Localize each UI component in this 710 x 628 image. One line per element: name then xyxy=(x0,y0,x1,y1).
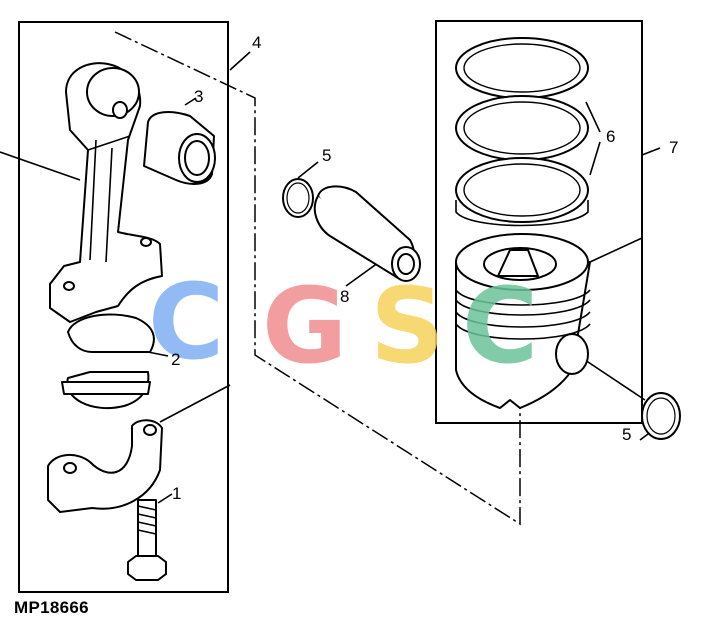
rod-bolt xyxy=(127,499,167,581)
piston xyxy=(455,233,591,409)
piston-pin xyxy=(313,185,421,282)
piston-pin-retainer-bottom xyxy=(641,392,681,440)
callout-pin: 8 xyxy=(340,287,349,306)
watermark-letter-s: S xyxy=(370,265,445,387)
piston-group-frame xyxy=(435,20,643,424)
callout-rings: 6 xyxy=(606,127,615,146)
rod-cap xyxy=(47,419,163,513)
watermark: C G S C xyxy=(148,261,538,387)
watermark-letter-c1: C xyxy=(148,261,224,383)
callout-piston-group: 7 xyxy=(669,138,678,157)
piston-pin-bushing xyxy=(143,111,216,185)
callout-bolt: 1 xyxy=(172,484,181,503)
piston-pin-retainer-top xyxy=(282,178,314,218)
piston-rings xyxy=(455,37,589,227)
rod-bearing-halves xyxy=(61,313,155,410)
watermark-letter-g: G xyxy=(262,265,347,387)
callout-retainer-bottom: 5 xyxy=(622,425,631,444)
callout-bearing: 2 xyxy=(171,350,180,369)
watermark-letter-c2: C xyxy=(462,265,538,387)
connecting-rod xyxy=(49,62,163,323)
callout-retainer-top: 5 xyxy=(322,146,331,165)
figure-id: MP18666 xyxy=(14,598,89,617)
callout-rod-group: 4 xyxy=(252,33,261,52)
callout-bushing: 3 xyxy=(194,87,203,106)
rod-group-frame xyxy=(18,21,229,593)
assembly-center-line xyxy=(114,31,521,526)
